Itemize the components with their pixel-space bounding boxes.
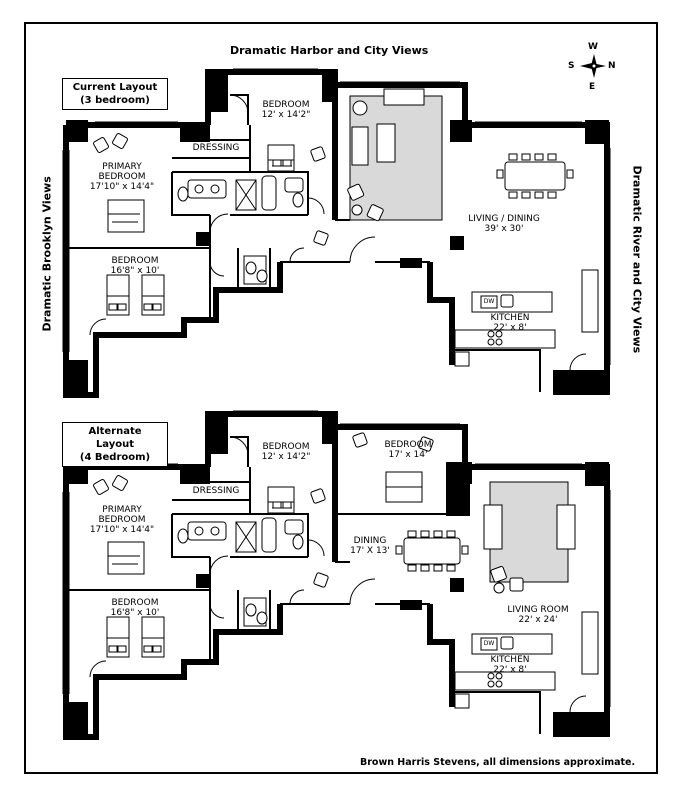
current-title-line1: Current Layout	[72, 82, 158, 93]
room-dim: 22' x 8'	[493, 665, 527, 675]
room-name: LIVING ROOM	[507, 605, 569, 615]
alternate-primary-bedroom: PRIMARY BEDROOM 17'10" x 14'4"	[82, 505, 162, 535]
room-name: BEDROOM	[262, 442, 310, 452]
current-kitchen: KITCHEN 22' x 8'	[480, 313, 540, 333]
current-layout-title: Current Layout (3 bedroom)	[62, 78, 168, 110]
room-dim: 17' X 13'	[350, 546, 390, 556]
current-living-dining: LIVING / DINING 39' x 30'	[462, 214, 546, 234]
room-dim: 22' x 24'	[518, 615, 558, 625]
current-primary-bedroom: PRIMARY BEDROOM 17'10" x 14'4"	[82, 162, 162, 192]
view-top-label: Dramatic Harbor and City Views	[230, 44, 429, 57]
alternate-title-line2: (4 Bedroom)	[79, 452, 151, 463]
alternate-living-room: LIVING ROOM 22' x 24'	[500, 605, 576, 625]
alternate-bedroom-low: BEDROOM 16'8" x 10'	[100, 598, 170, 618]
room-name: BEDROOM	[111, 598, 159, 608]
view-right-label: Dramatic River and City Views	[630, 165, 644, 354]
room-name: DINING	[353, 536, 387, 546]
alternate-kitchen: KITCHEN 22' x 8'	[480, 655, 540, 675]
alternate-layout-title: Alternate Layout (4 Bedroom)	[62, 422, 168, 467]
compass-w: W	[588, 42, 598, 52]
room-dim: 17' x 14'	[388, 450, 428, 460]
current-living-furniture	[346, 88, 574, 222]
alternate-dining: DINING 17' X 13'	[340, 536, 400, 556]
current-dw: DW	[483, 298, 495, 305]
room-dim: 12' x 14'2"	[261, 110, 311, 120]
current-dressing: DRESSING	[192, 143, 240, 153]
current-bedroom-top: BEDROOM 12' x 14'2"	[254, 100, 318, 120]
compass-n: N	[608, 61, 616, 71]
drawing-frame	[24, 22, 658, 774]
current-title-line2: (3 bedroom)	[80, 95, 150, 106]
alternate-bedroom-top: BEDROOM 12' x 14'2"	[254, 442, 318, 462]
room-name: LIVING / DINING	[468, 214, 540, 224]
alternate-title-line1: Alternate Layout	[88, 426, 142, 450]
room-name: BEDROOM	[98, 172, 146, 182]
compass-e: E	[589, 82, 596, 92]
room-dim: 12' x 14'2"	[261, 452, 311, 462]
room-dim: 17'10" x 14'4"	[89, 182, 155, 192]
room-name: BEDROOM	[111, 256, 159, 266]
alternate-bedroom-new: BEDROOM 17' x 14'	[376, 440, 440, 460]
current-bedroom-low: BEDROOM 16'8" x 10'	[100, 256, 170, 276]
room-dim: 16'8" x 10'	[110, 266, 160, 276]
footer-credit: Brown Harris Stevens, all dimensions app…	[360, 757, 636, 768]
room-name: PRIMARY	[102, 505, 142, 515]
room-dim: 17'10" x 14'4"	[89, 525, 155, 535]
room-name: BEDROOM	[98, 515, 146, 525]
alternate-dressing: DRESSING	[192, 486, 240, 496]
alternate-layout-plan	[63, 411, 610, 738]
room-name: PRIMARY	[102, 162, 142, 172]
room-name: KITCHEN	[490, 655, 530, 665]
room-name: BEDROOM	[384, 440, 432, 450]
compass-s: S	[568, 61, 575, 71]
room-dim: 22' x 8'	[493, 323, 527, 333]
room-dim: 39' x 30'	[484, 224, 524, 234]
alternate-dw: DW	[483, 640, 495, 647]
view-left-label: Dramatic Brooklyn Views	[40, 176, 54, 332]
compass-rose	[580, 54, 606, 78]
room-dim: 16'8" x 10'	[110, 608, 160, 618]
room-name: BEDROOM	[262, 100, 310, 110]
room-name: KITCHEN	[490, 313, 530, 323]
